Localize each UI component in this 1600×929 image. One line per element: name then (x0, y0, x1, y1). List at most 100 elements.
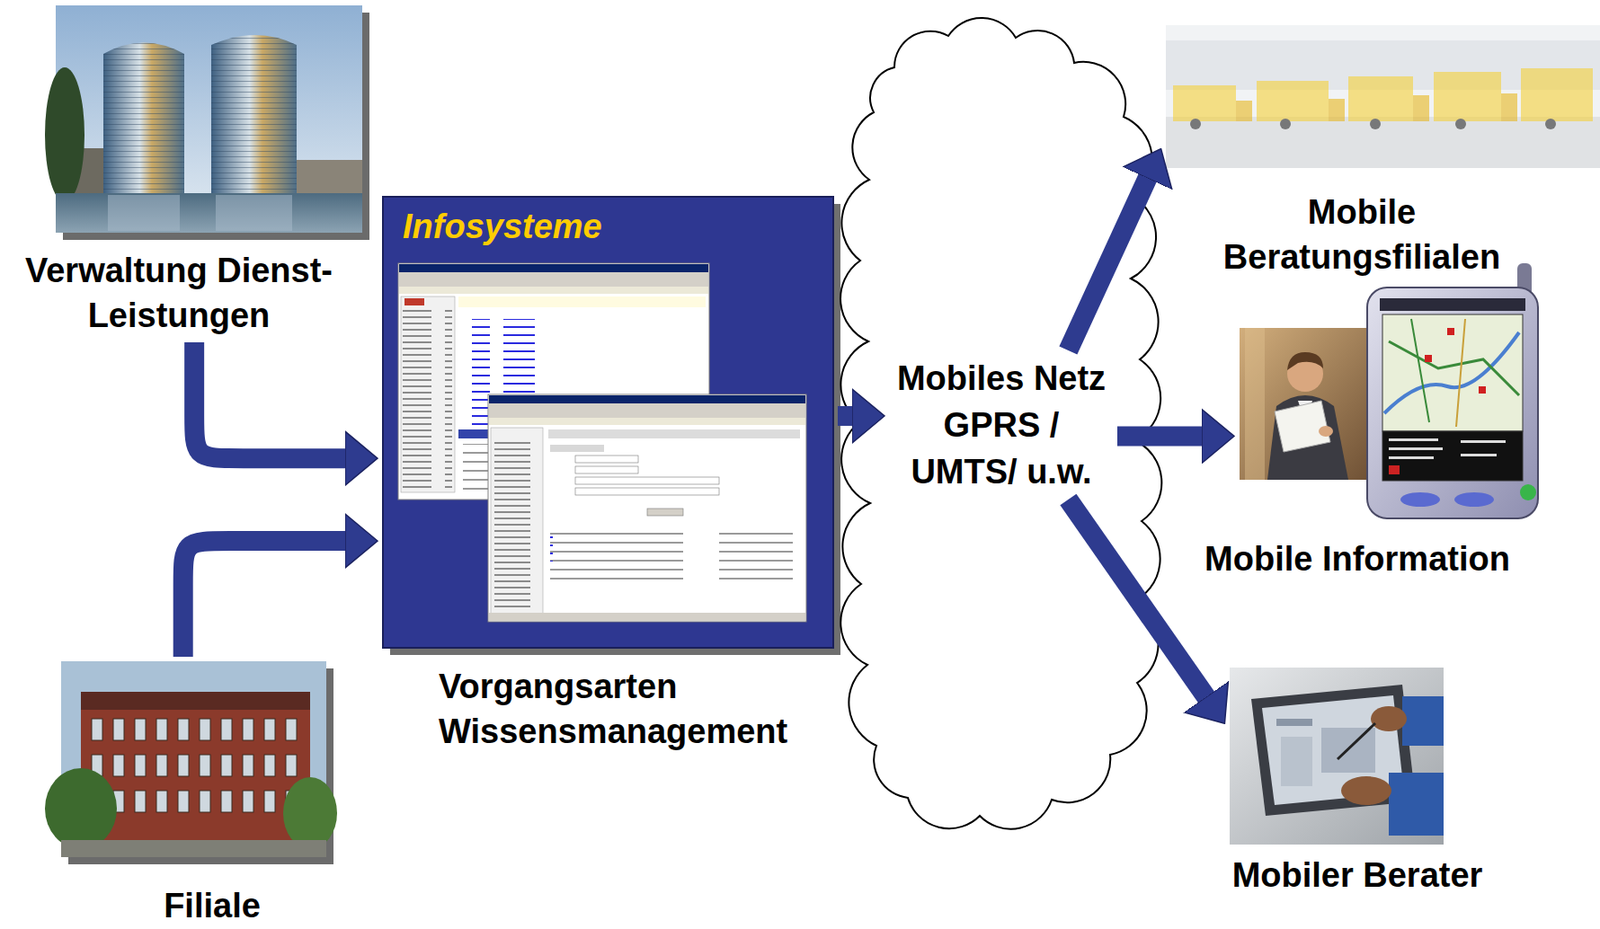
screenshot-window (402, 310, 453, 490)
screenshot-window (575, 477, 720, 485)
person-photo (1274, 400, 1331, 453)
truck-photo (1256, 80, 1329, 122)
tablet-photo (1388, 773, 1444, 836)
label-holder: Vorgangsarten Wissensmanagement (438, 664, 835, 755)
target-box: Mobile Beratungsfilialen (1165, 25, 1600, 169)
person-photo (1287, 352, 1324, 371)
branch-photo (61, 840, 327, 858)
screenshot-window (399, 272, 709, 287)
truck-photo (1520, 68, 1593, 122)
network-cloud: Mobiles Netz GPRS / UMTS/ u.w. (889, 355, 1113, 496)
node-label: Mobile Beratungsfilialen (1182, 189, 1542, 280)
pda-device (1424, 355, 1432, 363)
pda-device (1388, 341, 1520, 396)
office-photo (211, 35, 297, 194)
pda-device (1367, 263, 1538, 519)
person-photo (1239, 328, 1373, 480)
screenshot-window (404, 298, 425, 306)
screenshot-window (488, 403, 806, 418)
truck-photo (1348, 76, 1414, 122)
pda-device (1460, 440, 1506, 444)
screenshot-window (492, 440, 543, 612)
pda-device (1411, 319, 1430, 423)
pda-device (1384, 332, 1520, 414)
pda-device (1447, 328, 1455, 336)
pda-device (1520, 484, 1537, 501)
connector-layer (183, 177, 1208, 698)
screenshot-window (488, 394, 807, 623)
office-photo (294, 160, 363, 194)
truck-photo (1280, 118, 1291, 130)
label-holder: Mobile Information (1204, 536, 1511, 582)
screenshot-window (575, 488, 720, 496)
pda-device (1400, 492, 1440, 507)
truck-photo (1413, 95, 1430, 122)
target-box: Mobile Information (1239, 263, 1541, 519)
label-holder: Filiale (163, 888, 261, 925)
truck-photo (1455, 118, 1467, 130)
tablet-photo (1280, 737, 1313, 787)
label-holder: Mobiler Berater (1232, 855, 1484, 896)
truck-photo (1433, 71, 1502, 122)
box-title: Infosysteme (402, 205, 603, 248)
flow-arrow (194, 342, 347, 459)
pda-device (1478, 386, 1486, 394)
pda-device (1454, 492, 1494, 507)
node-label: Verwaltung Dienst-Leistungen (3, 248, 355, 338)
pda-device (1388, 447, 1443, 451)
office-photo (103, 43, 185, 195)
screenshot-window (550, 534, 563, 562)
branch-photo (80, 710, 311, 841)
node-label: Mobiler Berater (1232, 855, 1484, 896)
branch-photo (80, 692, 311, 711)
screenshot-window (399, 286, 709, 294)
office-photo (44, 5, 370, 240)
office-photo (55, 5, 363, 233)
truck-photo (1173, 68, 1593, 130)
system-panel (382, 196, 841, 656)
tablet-photo (1229, 667, 1444, 845)
tablet-photo (1337, 723, 1376, 760)
pda-device (1379, 298, 1526, 312)
flow-arrow (1117, 426, 1203, 446)
truck-photo (1165, 25, 1600, 169)
screenshot-window (575, 455, 639, 463)
pda-device (1388, 438, 1439, 442)
tablet-photo (1276, 719, 1313, 727)
screenshot-window (548, 429, 800, 439)
truck-photo (1190, 118, 1201, 130)
branch-photo (283, 777, 338, 850)
screenshot-window (490, 427, 543, 617)
node-label: Mobiles Netz GPRS / UMTS/ u.w. (889, 355, 1113, 496)
pda-device (1388, 456, 1434, 460)
pda-device (1367, 287, 1538, 519)
truck-photo (1369, 118, 1381, 130)
office-photo (107, 195, 180, 232)
tablet-photo (1402, 696, 1444, 747)
tablet-photo (1370, 706, 1407, 732)
screenshot-window (550, 444, 605, 453)
source-box: Filiale (61, 661, 327, 858)
screenshot-window (550, 525, 793, 580)
screenshot-window (575, 466, 639, 474)
truck-photo (1328, 98, 1345, 122)
tablet-photo (1341, 776, 1392, 806)
system-box: InfosystemeVorgangsarten Wissensmanageme… (382, 196, 834, 649)
source-box: Verwaltung Dienst-Leistungen (3, 5, 355, 338)
person-photo (1239, 328, 1373, 480)
screenshot-window (400, 296, 455, 493)
flow-arrow (183, 541, 347, 658)
screenshot-window (647, 508, 684, 516)
screenshot-window (458, 296, 706, 308)
branch-photo (88, 717, 304, 826)
person-photo (1244, 328, 1265, 480)
office-photo (44, 67, 85, 203)
truck-photo (1235, 100, 1253, 122)
label-holder: Mobiles Netz GPRS / UMTS/ u.w. (889, 355, 1113, 496)
system-panel (382, 196, 834, 649)
person-photo (1318, 426, 1334, 437)
label-holder: Verwaltung Dienst-Leistungen (3, 248, 355, 338)
pda-device (1456, 319, 1466, 427)
truck-photo (1165, 116, 1600, 169)
